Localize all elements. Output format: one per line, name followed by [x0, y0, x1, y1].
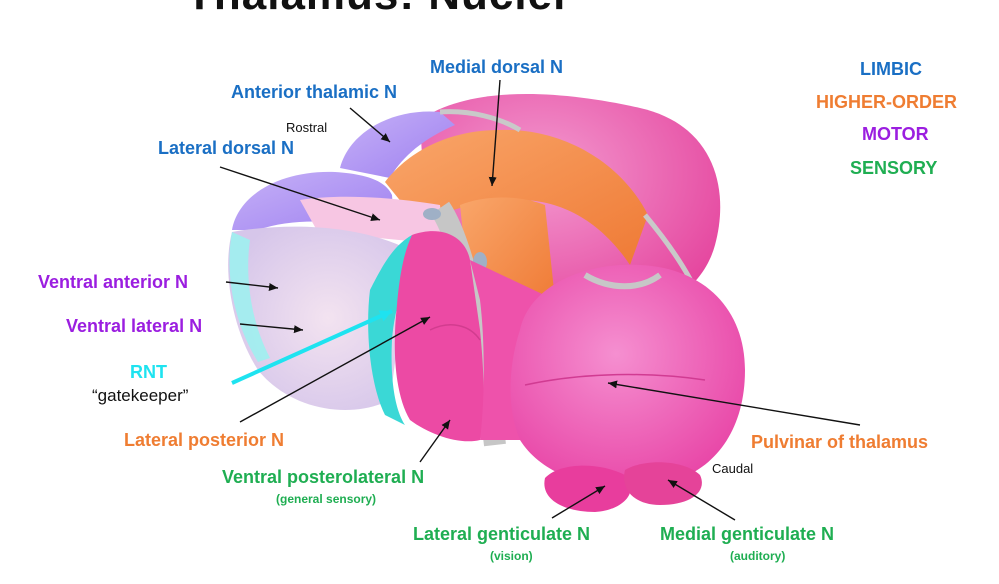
label-lateral-geniculate: Lateral genticulate N [413, 524, 591, 544]
rostral-label: Rostral [286, 120, 328, 135]
arrow-anterior-thalamic [349, 107, 391, 143]
arrow-ventral-lateral [239, 323, 304, 334]
arrow-lateral-dorsal [219, 166, 381, 221]
legend-limbic: LIMBIC [860, 59, 922, 79]
label-medial-geniculate-note: (auditory) [730, 549, 786, 563]
label-vpl-note: (general sensory) [276, 492, 377, 506]
label-rnt: RNT [130, 362, 167, 382]
label-ventral-anterior: Ventral anterior N [38, 272, 189, 292]
legend-sensory: SENSORY [850, 158, 938, 178]
pulvinar-region [510, 264, 745, 488]
ventral-section [394, 231, 484, 442]
label-rnt-note: “gatekeeper” [92, 386, 189, 405]
arrow-medial-geniculate [667, 479, 736, 521]
medial-geniculate-region [624, 462, 702, 505]
label-medial-dorsal: Medial dorsal N [430, 57, 564, 77]
pointer-lines [219, 79, 861, 521]
arrow-medial-dorsal [488, 79, 501, 187]
label-lateral-dorsal: Lateral dorsal N [158, 138, 295, 158]
rnt-band [229, 232, 270, 362]
label-ventral-lateral: Ventral lateral N [66, 316, 203, 336]
legend-motor: MOTOR [862, 124, 929, 144]
anterior-thalamic-region [340, 111, 455, 178]
label-pulvinar: Pulvinar of thalamus [751, 432, 929, 452]
page-title: Thalamus: Nuclei [186, 0, 566, 20]
label-lateral-geniculate-note: (vision) [490, 549, 533, 563]
arrow-vpl [419, 419, 451, 463]
lateral-geniculate-region [544, 465, 631, 512]
label-anterior-thalamic: Anterior thalamic N [231, 82, 398, 102]
arrow-ventral-anterior [225, 281, 279, 291]
medial-dorsal-region [385, 129, 648, 265]
arrow-pulvinar [607, 380, 861, 426]
arrow-lateral-geniculate [551, 485, 606, 519]
legend-higher-order: HIGHER-ORDER [816, 92, 958, 112]
label-vpl: Ventral posterolateral N [222, 467, 425, 487]
arrow-rnt [231, 309, 393, 385]
arrow-lateral-posterior [239, 316, 431, 423]
label-medial-geniculate: Medial genticulate N [660, 524, 835, 544]
label-lateral-posterior: Lateral posterior N [124, 430, 285, 450]
thalamus-illustration [228, 94, 745, 512]
caudal-label: Caudal [712, 461, 754, 476]
